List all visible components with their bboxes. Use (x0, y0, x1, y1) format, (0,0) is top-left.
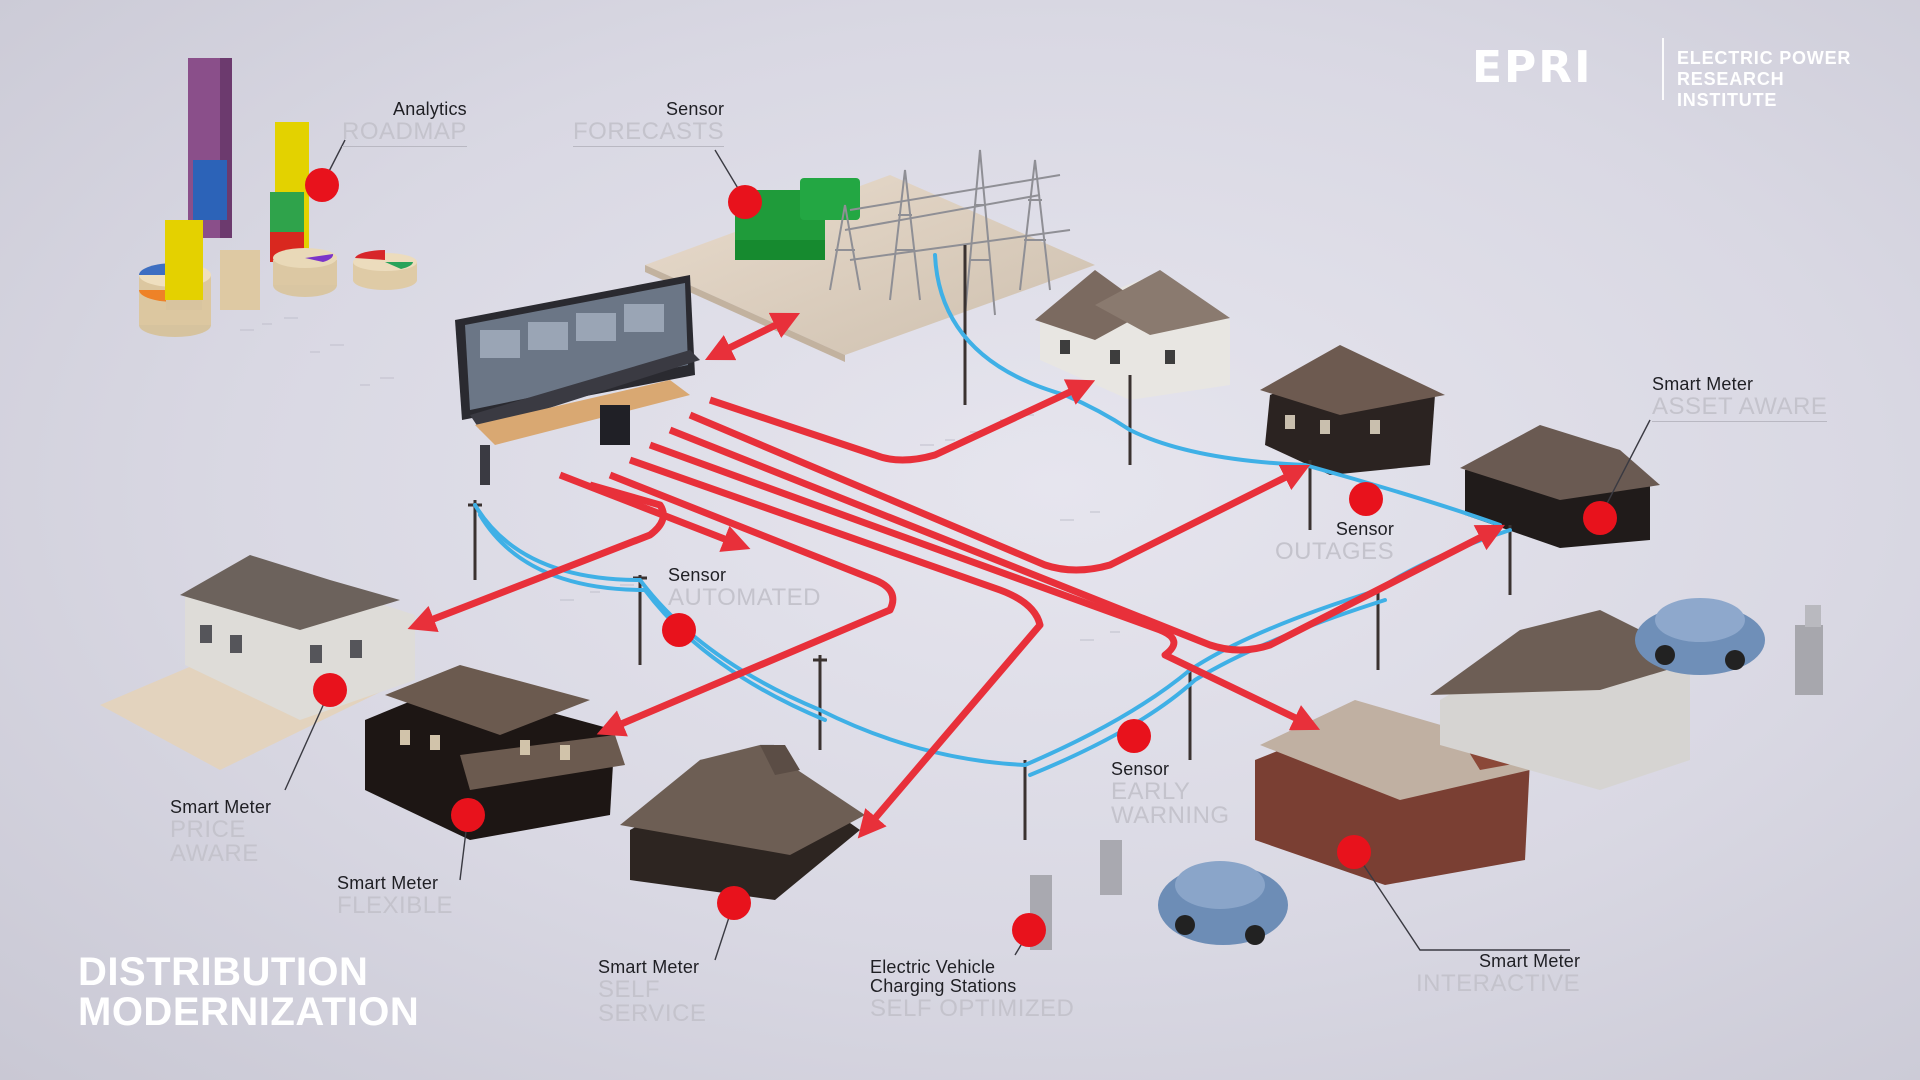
marker-price-aware (313, 673, 347, 707)
callout-kicker: Smart Meter (170, 797, 272, 817)
ev-car-right (1635, 598, 1823, 695)
smart-device-markers (305, 168, 1617, 947)
callout-kicker: Sensor (665, 99, 725, 119)
callout-kicker: Smart Meter (1478, 951, 1581, 971)
callout-tag: FLEXIBLE (337, 892, 454, 919)
epri-logo: EPRI ELECTRIC POWER RESEARCH INSTITUTE (1472, 38, 1872, 110)
callout-forecasts: Sensor FORECASTS (573, 99, 725, 147)
page-title-line2: MODERNIZATION (78, 990, 420, 1034)
callout-flexible: Smart Meter FLEXIBLE (337, 874, 453, 918)
marker-analytics (305, 168, 339, 202)
callout-tag: SELF OPTIMIZED (870, 995, 1075, 1022)
marker-forecasts (728, 185, 762, 219)
callout-ev-charging: Electric Vehicle Charging Stations SELF … (870, 958, 1074, 1021)
callout-interactive: Smart Meter INTERACTIVE (1416, 952, 1580, 996)
callout-automated: Sensor AUTOMATED (668, 566, 821, 610)
callout-kicker: Analytics (393, 99, 467, 119)
callout-tag: OUTAGES (1275, 538, 1395, 565)
callout-tag: INTERACTIVE (1416, 970, 1581, 997)
callout-analytics: Analytics ROADMAP (342, 100, 467, 147)
house-right-gray (1430, 610, 1700, 790)
marker-flexible (451, 798, 485, 832)
callout-tag: FORECASTS (573, 118, 725, 147)
analytics-chart-illustration (139, 58, 417, 337)
logo-divider (1662, 38, 1664, 100)
epri-logo-name: ELECTRIC POWER RESEARCH INSTITUTE (1677, 48, 1872, 111)
callout-tag: AUTOMATED (668, 584, 821, 611)
callout-price-aware: Smart Meter PRICE AWARE (170, 798, 271, 866)
callout-kicker-line1: Electric Vehicle (870, 957, 996, 977)
callout-tag-line1: PRICE (170, 816, 246, 843)
callout-kicker: Sensor (668, 565, 727, 585)
callout-tag-line1: SELF (598, 976, 661, 1003)
house-upper-dark (1260, 345, 1445, 475)
callout-kicker-line2: Charging Stations (870, 976, 1017, 996)
callout-outages: Sensor OUTAGES (1275, 520, 1394, 564)
callout-kicker: Sensor (1111, 759, 1170, 779)
callout-tag-line2: SERVICE (598, 1000, 707, 1027)
epri-logo-mark: EPRI (1472, 42, 1593, 93)
marker-interactive (1337, 835, 1371, 869)
power-flow-arrows (407, 312, 1505, 839)
callout-self-service: Smart Meter SELF SERVICE (598, 958, 706, 1026)
callout-kicker: Sensor (1335, 519, 1395, 539)
marker-outages (1349, 482, 1383, 516)
callout-kicker: Smart Meter (337, 873, 439, 893)
callout-tag-line1: EARLY (1111, 778, 1191, 805)
page-title-line1: DISTRIBUTION (78, 950, 369, 994)
logo-name-line1: ELECTRIC POWER (1677, 48, 1852, 68)
marker-self-service (717, 886, 751, 920)
callout-kicker: Smart Meter (598, 957, 700, 977)
callout-tag-line2: AWARE (170, 840, 259, 867)
callout-asset-aware: Smart Meter ASSET AWARE (1652, 374, 1828, 422)
house-flexible-dark (365, 665, 625, 840)
callout-kicker: Smart Meter (1652, 374, 1754, 394)
substation-illustration (645, 149, 1095, 362)
marker-ev (1012, 913, 1046, 947)
page-title: DISTRIBUTION MODERNIZATION (78, 952, 419, 1032)
house-left-gray (100, 555, 415, 770)
control-room-illustration (455, 275, 700, 485)
callout-tag-line2: WARNING (1111, 802, 1230, 829)
house-upper-white (1035, 270, 1230, 400)
marker-asset-aware (1583, 501, 1617, 535)
ev-car-bottom (1158, 861, 1288, 945)
callout-tag: ASSET AWARE (1652, 393, 1828, 422)
logo-name-line2: RESEARCH INSTITUTE (1677, 69, 1785, 110)
marker-early-warning (1117, 719, 1151, 753)
marker-automated (662, 613, 696, 647)
callout-early-warning: Sensor EARLY WARNING (1111, 760, 1230, 828)
house-selfservice-brown (620, 745, 865, 900)
callout-tag: ROADMAP (342, 118, 467, 147)
